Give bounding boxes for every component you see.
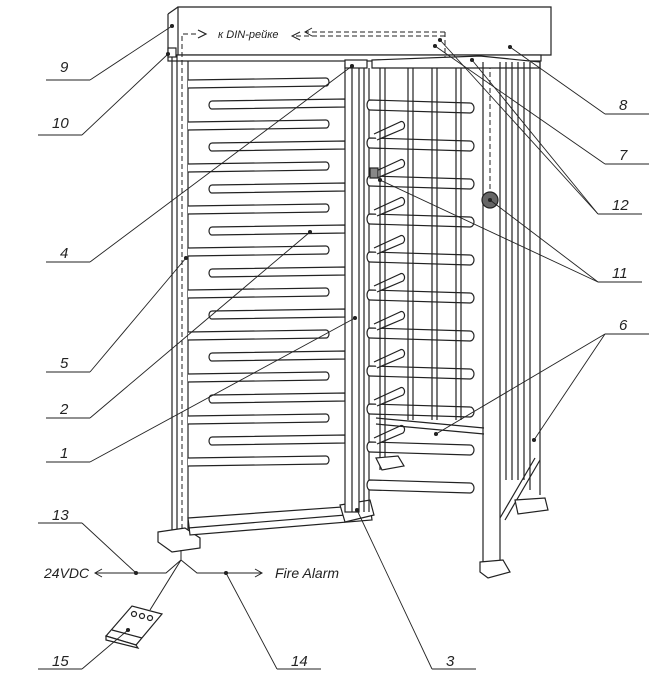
remote-control-icon [104,605,164,649]
right-cage [371,55,549,579]
fence-bar [187,77,346,110]
fence-bar [187,371,346,404]
callout-9 [46,23,175,81]
callout-number-3: 3 [446,653,455,670]
indicator-icon [369,167,379,179]
rotor-post [344,59,370,513]
callout-number-7: 7 [619,147,628,164]
rotor-arm [366,234,475,266]
callout-number-1: 1 [60,445,68,462]
callout-number-11: 11 [612,265,628,282]
fence-bar [187,329,346,362]
callout-labels: 9 10 4 5 2 1 13 15 14 3 8 7 12 11 6 [52,59,629,670]
callout-2 [46,229,313,419]
callout-15 [38,627,131,670]
rotor-arm [366,310,475,342]
callout-6 [433,333,649,443]
callout-number-9: 9 [60,59,69,76]
callout-number-12: 12 [612,197,629,214]
rotor-arm [366,424,475,456]
fence-bar [187,287,346,320]
rotor-arm [366,196,475,228]
callout-10 [38,51,171,136]
fence-bar [187,245,346,278]
leader-lines [38,23,649,670]
arrow-to-din [197,27,313,41]
fence-bar [187,203,346,236]
callout-14 [223,570,321,670]
rotor-arm [366,120,475,152]
fence-bar [187,455,330,467]
callout-number-8: 8 [619,97,628,114]
left-fence-bars [187,77,346,467]
rotor-arm [366,272,475,304]
callout-12 [437,37,642,215]
callout-number-13: 13 [52,507,69,524]
callout-1 [46,315,358,463]
callout-number-6: 6 [619,317,628,334]
callout-5 [46,255,189,373]
fence-bar [187,119,346,152]
callout-4 [46,63,355,263]
callout-number-14: 14 [291,653,308,670]
fire-alarm-annotation: Fire Alarm [275,565,339,581]
rotor-arm [366,158,475,190]
callout-number-4: 4 [60,245,68,262]
rotor-arm [366,348,475,380]
callout-number-15: 15 [52,653,69,670]
callout-11 [377,177,642,283]
cable-fanout [93,550,264,611]
callout-8 [507,44,649,115]
rotor-arms [366,99,475,494]
callout-13 [38,522,139,576]
rotor-arm [366,479,475,494]
callout-number-2: 2 [59,401,69,418]
callout-number-10: 10 [52,115,69,132]
fence-bar [187,161,346,194]
fence-bar [187,413,346,446]
callout-number-5: 5 [60,355,69,372]
rotor-arm [366,386,475,418]
power-annotation: 24VDC [43,565,90,581]
rotor-arm [366,99,475,114]
din-rail-annotation: к DIN-рейке [218,29,279,41]
top-canopy [167,6,552,62]
callout-3 [354,507,476,670]
